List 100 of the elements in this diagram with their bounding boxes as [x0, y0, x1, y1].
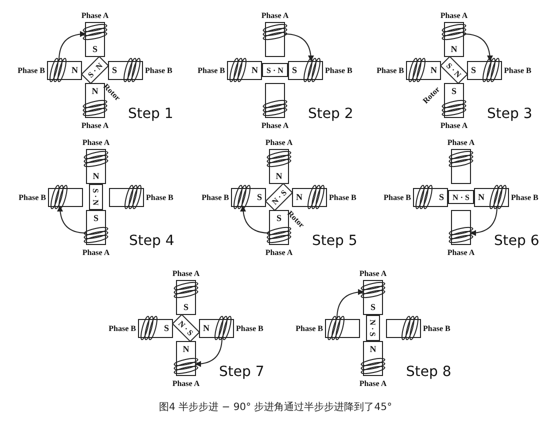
phase-label: Phase A: [440, 121, 468, 130]
phase-label: Phase A: [81, 121, 109, 130]
step-label: Step 3: [487, 106, 532, 122]
pole-box: [48, 188, 83, 206]
pole-box: [47, 60, 82, 80]
phase-label: Phase A: [359, 269, 387, 278]
pole-box: [288, 60, 323, 80]
rotor-box: [262, 63, 288, 77]
phase-label: Phase B: [146, 192, 174, 202]
phase-label: Phase B: [202, 192, 229, 202]
pole-box: [451, 149, 471, 184]
phase-label: Phase B: [296, 324, 323, 332]
curved-arrow: [57, 206, 86, 234]
pole-box: [451, 210, 471, 245]
curved-arrow: [58, 31, 86, 61]
rotor-letters: N · S: [270, 188, 288, 206]
phase-label: Phase A: [447, 138, 475, 147]
curved-arrow: [195, 337, 222, 367]
pole-letter: S: [93, 213, 98, 223]
curved-arrow: [470, 206, 498, 236]
phase-label: Phase A: [82, 248, 110, 257]
rotor-letters: N · S: [452, 192, 470, 202]
pole-box: [474, 188, 509, 206]
phase-label: Phase A: [172, 379, 200, 388]
pole-box: [413, 188, 448, 206]
phase-label: Phase B: [329, 192, 356, 202]
pole-letter: N: [296, 192, 302, 202]
pole-letter: S: [164, 323, 169, 333]
phase-label: Phase A: [359, 379, 387, 388]
pole-letter: S: [256, 192, 262, 202]
pole-letter: N: [182, 344, 190, 354]
phase-label: Phase A: [82, 138, 110, 147]
curved-arrow: [240, 206, 270, 234]
pole-box: [86, 149, 106, 184]
step-label: Step 7: [219, 364, 264, 380]
pole-letter: N: [72, 65, 78, 75]
rotor-box: [440, 56, 468, 84]
step-label: Step 8: [406, 364, 452, 380]
pole-box: [86, 210, 106, 245]
phase-label: Phase B: [423, 324, 450, 332]
caption: 图4 半步步进 − 90° 步进角通过半步步进降到了45°: [159, 402, 392, 413]
pole-box: [363, 280, 383, 315]
step-label: Step 5: [312, 233, 358, 249]
pole-letter: S: [451, 86, 456, 96]
pole-box: [109, 188, 144, 206]
pole-letter: N: [203, 323, 210, 333]
step-label: Step 2: [308, 106, 354, 122]
pole-box: [199, 318, 234, 338]
phase-label: Phase B: [108, 324, 136, 332]
pole-box: [269, 149, 289, 184]
rotor-letters: N · S: [368, 320, 378, 336]
pole-letter: N: [478, 192, 484, 202]
pole-box: [467, 60, 502, 80]
phase-label: Phase B: [198, 66, 225, 74]
pole-box: [85, 22, 105, 57]
phase-label: Phase B: [376, 66, 404, 74]
rotor-letters: S · N: [266, 66, 284, 74]
pole-letter: N: [276, 171, 282, 181]
rotor-box: [448, 190, 474, 204]
curved-arrow: [464, 34, 493, 62]
step-label: Step 4: [129, 233, 174, 249]
pole-box: [227, 60, 262, 80]
pole-letter: N: [430, 65, 437, 75]
phase-label: Phase B: [511, 192, 538, 202]
phase-label: Phase B: [18, 66, 45, 74]
pole-letter: N: [450, 44, 458, 54]
pole-box: [108, 60, 143, 80]
step-label: Step 6: [494, 233, 540, 249]
rotor-box: [264, 182, 294, 212]
pole-box: [444, 83, 464, 118]
pole-box: [176, 341, 196, 376]
pole-box: [265, 83, 285, 118]
rotor-box: [172, 314, 200, 342]
phase-label: Phase B: [384, 192, 411, 202]
pole-box: [406, 60, 441, 80]
step-label: Step 1: [128, 106, 174, 122]
pole-box: [444, 22, 464, 57]
pole-box: [363, 341, 383, 376]
pole-letter: N: [92, 86, 98, 96]
phase-label: Phase A: [447, 248, 475, 257]
rotor-box: [89, 184, 103, 210]
phase-label: Phase A: [261, 11, 289, 20]
rotor-letters: S · N: [86, 60, 104, 80]
pole-letter: N: [252, 65, 258, 75]
phase-label: Phase B: [325, 66, 352, 74]
phase-label: Phase A: [81, 11, 109, 20]
rotor-box: [80, 56, 110, 84]
pole-box: [386, 318, 421, 338]
pole-letter: S: [438, 192, 444, 202]
curved-arrow: [336, 289, 364, 319]
pole-letter: S: [471, 65, 476, 75]
rotor-letters: S · N: [444, 60, 464, 80]
pole-letter: S: [370, 302, 376, 312]
phase-label: Phase B: [145, 66, 172, 74]
pole-box: [85, 83, 105, 118]
pole-letter: N: [92, 171, 100, 181]
pole-letter: N: [370, 344, 376, 354]
phase-label: Phase A: [265, 138, 293, 147]
pole-box: [269, 210, 289, 245]
pole-box: [176, 280, 196, 315]
